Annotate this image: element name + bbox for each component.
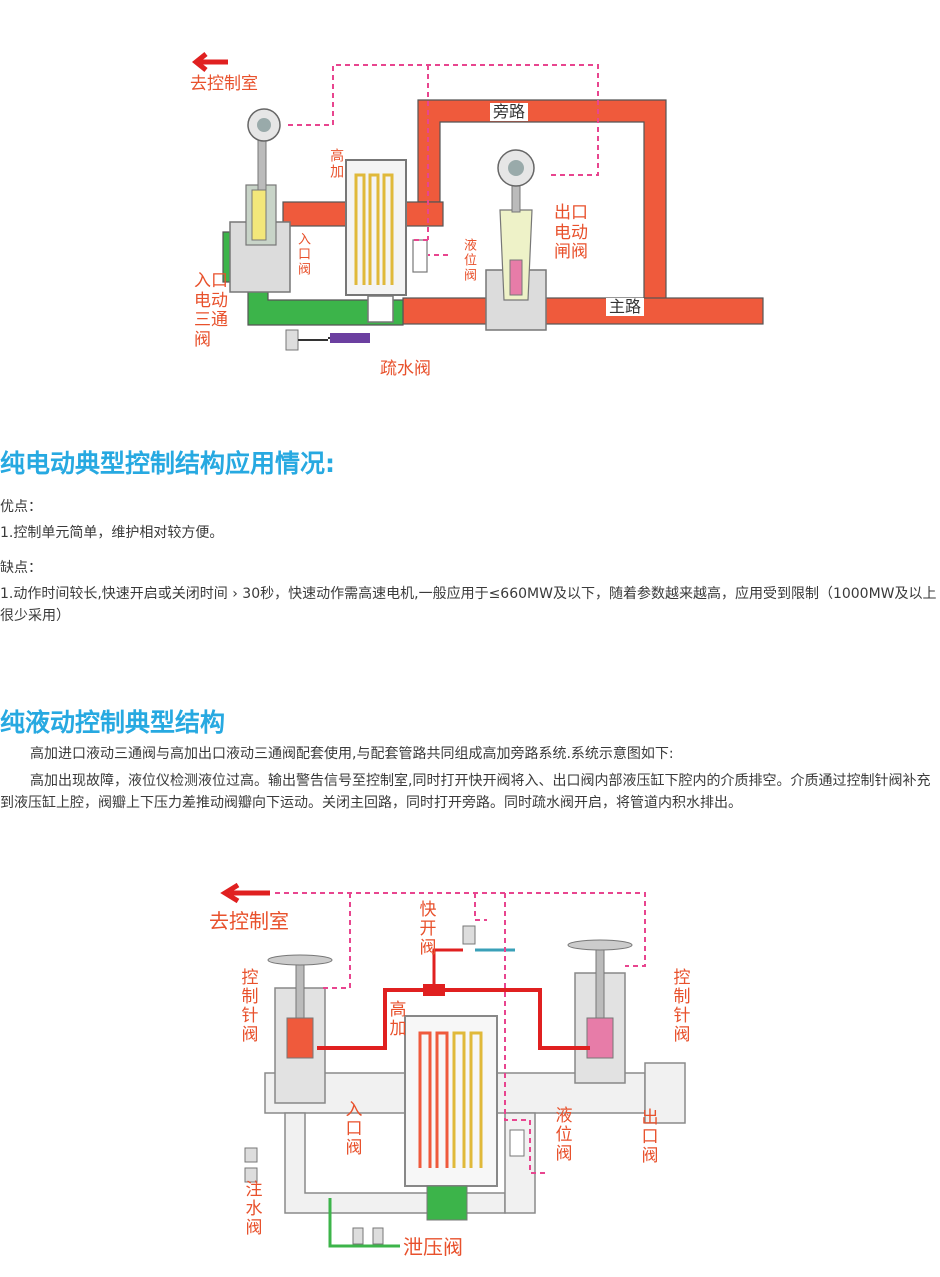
label-inlet-3way-valve: 入口电动三通阀 (194, 271, 228, 350)
label-heater: 高加 (385, 1000, 406, 1038)
label-heater: 高加 (328, 148, 345, 180)
pros-item-1: 1.控制单元简单，维护相对较方便。 (0, 525, 224, 541)
arrow-to-control-room (191, 52, 228, 72)
hydraulic-red-line (317, 988, 590, 1050)
section2-heading: 纯液动控制典型结构 (0, 708, 226, 737)
drain-valve-body (285, 329, 299, 351)
pros-label: 优点： (0, 499, 42, 515)
electric-bypass-diagram: 去控制室 旁路 主路 高加 入口阀 液位阀 出口电动闸阀 入口电动三通阀 疏水阀 (188, 0, 768, 420)
label-quick-open-valve: 快开阀 (415, 900, 436, 957)
label-outlet-valve: 出口阀 (637, 1108, 658, 1165)
label-inlet-valve: 入口阀 (341, 1100, 362, 1157)
label-control-needle-right: 控制针阀 (669, 968, 690, 1044)
label-main-line: 主路 (606, 297, 645, 317)
label-level-gauge: 液位阀 (460, 238, 476, 283)
label-control-needle-left: 控制针阀 (237, 968, 258, 1044)
section2-paragraph-2: 高加出现故障，液位仪检测液位过高。输出警告信号至控制室,同时打开快开阀将入、出口… (0, 773, 931, 811)
label-inlet-valve: 入口阀 (294, 232, 310, 277)
section1-heading: 纯电动典型控制结构应用情况: (0, 449, 335, 478)
quick-open-valve-body (462, 925, 476, 945)
label-level-gauge: 液位阀 (551, 1106, 572, 1163)
electric-bypass-schematic (188, 0, 768, 420)
hydraulic-bypass-schematic (205, 868, 715, 1273)
cons-label: 缺点： (0, 560, 42, 576)
label-relief-valve: 泄压阀 (403, 1235, 463, 1259)
section2-paragraph-1: 高加进口液动三通阀与高加出口液动三通阀配套使用,与配套管路共同组成高加旁路系统.… (30, 746, 674, 762)
cons-item-1: 1.动作时间较长,快速开启或关闭时间 › 30秒，快速动作需高速电机,一般应用于… (0, 586, 937, 624)
label-to-control-room: 去控制室 (190, 74, 258, 94)
hydraulic-bypass-diagram: 去控制室 快开阀 控制针阀 控制针阀 高加 入口阀 液位阀 出口阀 注水阀 泄压… (205, 868, 715, 1273)
main-line-pipe (402, 297, 764, 325)
label-to-control-room: 去控制室 (209, 909, 289, 933)
label-outlet-valve: 出口电动闸阀 (554, 203, 588, 263)
label-injection-valve: 注水阀 (241, 1180, 262, 1237)
arrow-to-control-room (220, 882, 270, 904)
label-bypass: 旁路 (490, 102, 529, 122)
label-drain-valve: 疏水阀 (380, 359, 431, 379)
